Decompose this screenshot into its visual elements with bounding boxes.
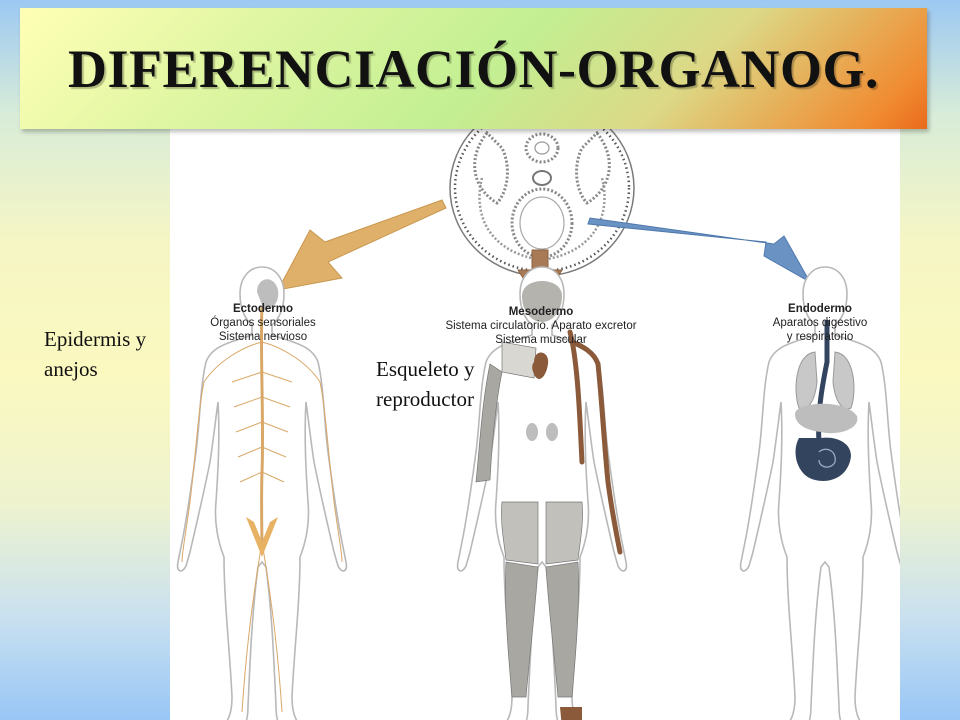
heart: [532, 352, 549, 379]
liver: [795, 403, 858, 434]
endoderm-arrow: [587, 217, 812, 284]
endoderm-name: Endodermo: [788, 303, 852, 315]
kidney-left: [526, 423, 538, 441]
mesoderm-note-line-2: reproductor: [376, 387, 474, 411]
title-banner: DIFERENCIACIÓN-ORGANOG.: [20, 8, 927, 129]
muscle-groups: [475, 341, 583, 698]
brain: [257, 279, 279, 310]
mesoderm-note-line-1: Esqueleto y: [376, 357, 475, 381]
intestines: [795, 437, 851, 481]
ectoderm-desc-line-2: Sistema nervioso: [218, 331, 308, 343]
spinal-cord: [259, 306, 265, 553]
ectoderm-desc-line-1: Órganos sensoriales: [210, 317, 316, 329]
endoderm-body-figure: [739, 266, 900, 720]
kidney-right: [546, 423, 558, 441]
sacral-plexus: [246, 517, 278, 557]
mesoderm-desc-line-2: Sistema muscular: [495, 334, 587, 346]
slide-title: DIFERENCIACIÓN-ORGANOG.: [67, 39, 880, 99]
ectoderm-note-line-2: anejos: [44, 357, 98, 381]
mesoderm-name: Mesodermo: [508, 306, 574, 318]
mesoderm-body-figure: [456, 266, 628, 720]
ectoderm-arrow: [277, 199, 447, 291]
lung-right: [832, 351, 855, 410]
organogenesis-diagram: [176, 120, 900, 720]
endoderm-label-group: Endodermo Aparatos digestivo y respirato…: [750, 302, 890, 344]
head-muscles: [522, 281, 562, 322]
foot-bones: [560, 707, 582, 720]
ectoderm-name: Ectodermo: [232, 303, 294, 315]
skeleton: [567, 329, 623, 555]
mesoderm-note: Esqueleto y reproductor: [376, 354, 475, 414]
ectoderm-note: Epidermis y anejos: [44, 324, 146, 384]
endoderm-desc-line-2: y respiratorio: [786, 331, 854, 343]
endoderm-desc-line-1: Aparatos digestivo: [772, 317, 868, 329]
lung-left: [795, 351, 818, 410]
ectoderm-note-line-1: Epidermis y: [44, 327, 147, 351]
ectoderm-label-group: Ectodermo Órganos sensoriales Sistema ne…: [198, 302, 328, 344]
mesoderm-desc-line-1: Sistema circulatorio. Aparato excretor: [445, 320, 637, 332]
organogenesis-figure: Ectodermo Órganos sensoriales Sistema ne…: [170, 120, 900, 720]
ectoderm-body-figure: [176, 266, 348, 720]
embryo-cross-section: [449, 120, 635, 277]
mesoderm-label-group: Mesodermo Sistema circulatorio. Aparato …: [425, 305, 657, 347]
